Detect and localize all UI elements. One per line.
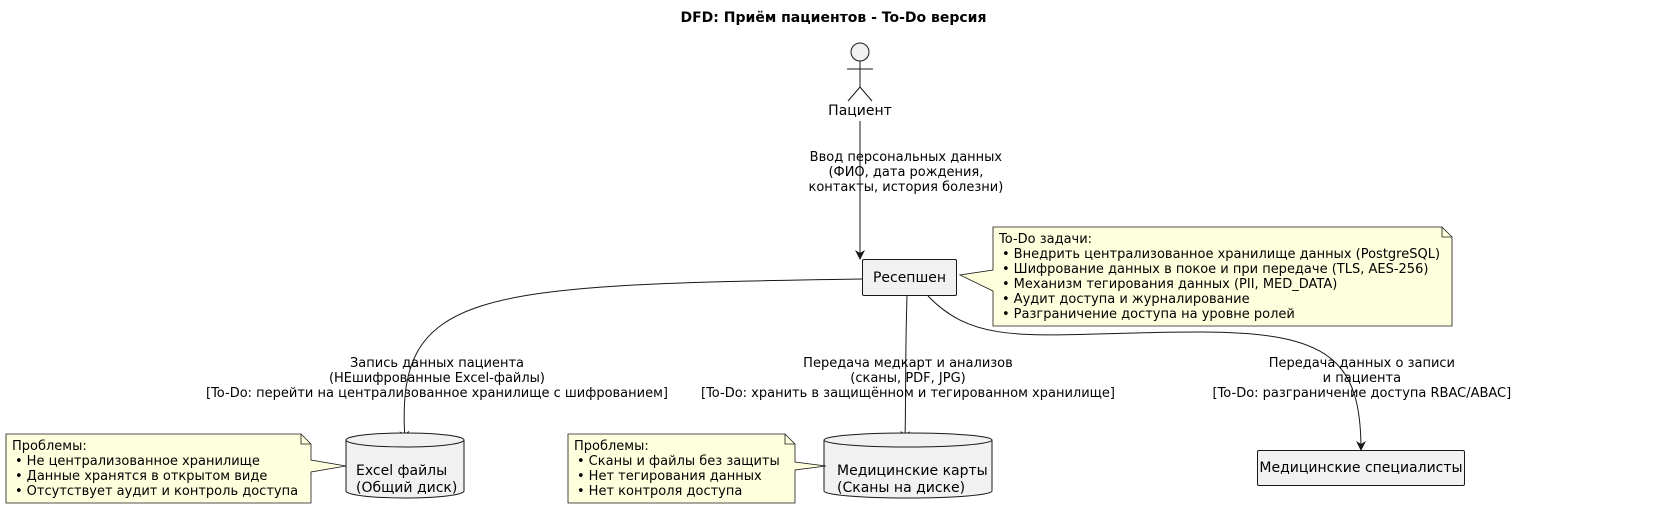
edge-label-medcards-line: (сканы, PDF, JPG) xyxy=(850,371,966,386)
excel-database-label[interactable]: Excel файлы (Общий диск) xyxy=(356,463,457,497)
todo-note-item: Аудит доступа и журналирование xyxy=(999,292,1440,307)
todo-note-item: Механизм тегирования данных (PII, MED_DA… xyxy=(999,277,1440,292)
medcards-database-shape xyxy=(823,432,993,499)
edge-reception-to-excel xyxy=(399,278,863,441)
medcards-database-label-line: (Сканы на диске) xyxy=(837,480,966,496)
medcards-problems-note-title: Проблемы: xyxy=(574,439,649,454)
edge-label-input-line: (ФИО, дата рождения, xyxy=(828,165,984,180)
excel-database-label-line: (Общий диск) xyxy=(356,480,458,496)
edge-label-input-line: контакты, история болезни) xyxy=(808,180,1004,195)
edge-reception-to-medcards xyxy=(900,295,911,441)
todo-note-item: Разграничение доступа на уровне ролей xyxy=(999,307,1440,322)
excel-problems-note-item: Не централизованное хранилище xyxy=(12,454,298,469)
todo-note-title: To-Do задачи: xyxy=(999,232,1093,247)
excel-database-shape xyxy=(345,432,465,499)
medcards-problems-note-item: Нет тегирования данных xyxy=(574,469,780,484)
reception-node[interactable]: Ресепшен xyxy=(862,259,957,296)
edge-label-specialists: Передача данных о записи и пациента [To-… xyxy=(1213,356,1512,401)
edge-label-input-line: Ввод персональных данных xyxy=(809,150,1003,165)
edge-label-specialists-line: и пациента xyxy=(1322,371,1402,386)
edge-label-input: Ввод персональных данных (ФИО, дата рожд… xyxy=(809,150,1004,195)
todo-note-item: Шифрование данных в покое и при передаче… xyxy=(999,262,1440,277)
excel-database-label-line: Excel файлы xyxy=(356,463,448,479)
edge-label-excel-line: [To-Do: перейти на централизованное хран… xyxy=(206,386,668,401)
edge-label-medcards-line: [To-Do: хранить в защищённом и тегирован… xyxy=(701,386,1115,401)
edge-label-excel-line: Запись данных пациента xyxy=(349,356,525,371)
excel-problems-note: Проблемы: Не централизованное хранилище … xyxy=(12,439,298,499)
specialists-node[interactable]: Медицинские специалисты xyxy=(1257,450,1465,486)
edge-label-medcards-line: Передача медкарт и анализов xyxy=(803,356,1013,371)
medcards-database-label[interactable]: Медицинские карты (Сканы на диске) xyxy=(837,463,988,497)
edge-label-excel-line: (НЕшифрованные Excel-файлы) xyxy=(328,371,546,386)
patient-actor-icon xyxy=(847,42,873,102)
medcards-problems-note-item: Нет контроля доступа xyxy=(574,484,780,499)
medcards-problems-note: Проблемы: Сканы и файлы без защиты Нет т… xyxy=(574,439,780,499)
edge-label-specialists-line: [To-Do: разграничение доступа RBAC/ABAC] xyxy=(1212,386,1512,401)
todo-note-item: Внедрить централизованное хранилище данн… xyxy=(999,247,1440,262)
edge-label-excel: Запись данных пациента (НЕшифрованные Ex… xyxy=(206,356,668,401)
medcards-problems-note-item: Сканы и файлы без защиты xyxy=(574,454,780,469)
medcards-database-label-line: Медицинские карты xyxy=(837,463,988,479)
excel-problems-note-title: Проблемы: xyxy=(12,439,87,454)
excel-problems-note-item: Отсутствует аудит и контроль доступа xyxy=(12,484,298,499)
diagram-title: DFD: Приём пациентов - To-Do версия xyxy=(680,10,987,26)
edge-label-specialists-line: Передача данных о записи xyxy=(1268,356,1455,371)
patient-actor-label: Пациент xyxy=(828,103,892,119)
todo-note: To-Do задачи: Внедрить централизованное … xyxy=(999,232,1440,322)
excel-problems-note-item: Данные хранятся в открытом виде xyxy=(12,469,298,484)
edge-label-medcards: Передача медкарт и анализов (сканы, PDF,… xyxy=(701,356,1115,401)
edge-reception-to-specialists xyxy=(927,295,1366,451)
